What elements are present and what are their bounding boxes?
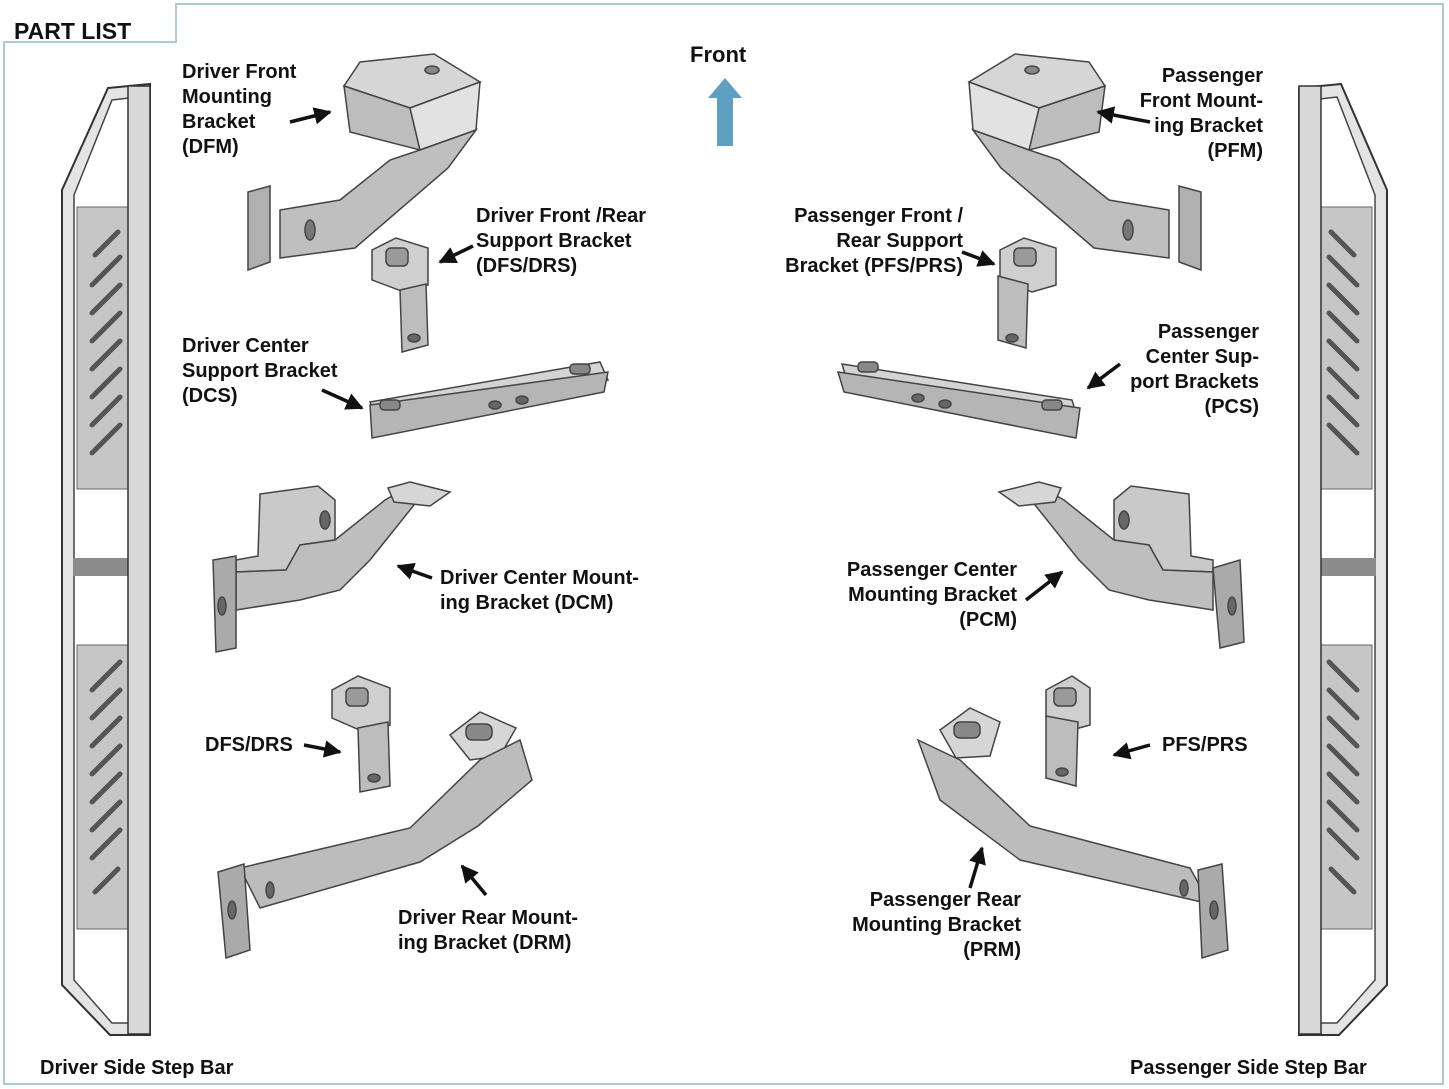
- pfm-label: Passenger Front Mount- ing Bracket (PFM): [1140, 64, 1263, 164]
- pfs-part: [997, 237, 1057, 349]
- prm-part: [916, 707, 1229, 960]
- pfs-label-line: Rear Support: [836, 230, 963, 252]
- diagram-frame: [3, 3, 1444, 1085]
- dcm-leader: [396, 562, 433, 580]
- dcm-part: [212, 481, 452, 653]
- pcs-part: [836, 361, 1081, 439]
- drm-label-line: Driver Rear Mount-: [398, 907, 579, 929]
- dfm-leader: [289, 107, 332, 125]
- dfm-part: [247, 53, 482, 272]
- dfs-label-line: Support Bracket: [476, 230, 632, 252]
- passenger-bar-label: Passenger Side Step Bar: [1130, 1057, 1367, 1079]
- drm-part: [217, 711, 533, 960]
- pcm-leader: [1024, 570, 1064, 602]
- dcs-leader: [321, 388, 364, 410]
- pfm-label-line: (PFM): [1207, 140, 1263, 162]
- prm-label-line: Mounting Bracket: [852, 914, 1021, 936]
- drm-leader: [460, 864, 488, 897]
- pcs-label-line: Passenger: [1157, 321, 1259, 343]
- pfm-label-line: Front Mount-: [1139, 90, 1263, 112]
- pfs2-leader: [1112, 742, 1151, 760]
- prm-label: Passenger Rear Mounting Bracket (PRM): [852, 888, 1021, 963]
- driver-bar-label: Driver Side Step Bar: [40, 1057, 234, 1079]
- pfs2-part: [1045, 675, 1091, 787]
- dfm-label: Driver Front Mounting Bracket (DFM): [182, 60, 296, 160]
- dcs-part: [368, 361, 610, 439]
- pfm-label-line: Passenger: [1161, 65, 1263, 87]
- pfm-part: [967, 53, 1202, 272]
- pcs-label-line: Center Sup-: [1145, 346, 1259, 368]
- dfs-label-line: (DFS/DRS): [476, 255, 578, 277]
- dcs-label-line: Support Bracket: [182, 360, 338, 382]
- part-list-title: PART LIST: [14, 18, 132, 44]
- pfs-leader: [961, 250, 996, 267]
- pcm-label-line: Mounting Bracket: [848, 584, 1017, 606]
- pcm-label-line: Passenger Center: [846, 559, 1017, 581]
- pfs-label-line: Bracket (PFS/PRS): [785, 255, 963, 277]
- dfm-label-line: Bracket: [182, 111, 256, 133]
- pcm-part: [997, 481, 1245, 649]
- pfm-leader: [1096, 106, 1151, 124]
- dfs-leader: [438, 244, 474, 264]
- dfs-label: Driver Front /Rear Support Bracket (DFS/…: [476, 204, 646, 279]
- dfs-part: [371, 237, 429, 353]
- drm-label: Driver Rear Mount- ing Bracket (DRM): [398, 906, 578, 956]
- pcs-label-line: (PCS): [1204, 396, 1259, 418]
- pcs-label: Passenger Center Sup- port Brackets (PCS…: [1130, 320, 1259, 420]
- pfs2-label: PFS/PRS: [1162, 734, 1248, 756]
- prm-leader: [968, 846, 986, 889]
- dcs-label: Driver Center Support Bracket (DCS): [182, 334, 338, 409]
- dcm-label-line: ing Bracket (DCM): [440, 592, 614, 614]
- dfm-label-line: Driver Front: [182, 61, 297, 83]
- pcm-label: Passenger Center Mounting Bracket (PCM): [847, 558, 1017, 633]
- dfs-label-line: Driver Front /Rear: [476, 205, 647, 227]
- dfs2-label: DFS/DRS: [205, 734, 293, 756]
- prm-label-line: (PRM): [963, 939, 1021, 961]
- dfs2-leader: [303, 740, 342, 758]
- pfs-label: Passenger Front / Rear Support Bracket (…: [785, 204, 963, 279]
- passenger-step-bar: [1298, 82, 1388, 1036]
- pcs-label-line: port Brackets: [1130, 371, 1259, 393]
- pcs-leader: [1086, 362, 1122, 390]
- dcs-label-line: (DCS): [182, 385, 238, 407]
- title-box: [3, 3, 177, 43]
- front-arrow-icon: [708, 78, 742, 146]
- dcm-label-line: Driver Center Mount-: [440, 567, 639, 589]
- dcs-label-line: Driver Center: [182, 335, 309, 357]
- prm-label-line: Passenger Rear: [869, 889, 1021, 911]
- pfs-label-line: Passenger Front /: [794, 205, 963, 227]
- driver-step-bar: [61, 82, 151, 1036]
- front-label: Front: [690, 42, 747, 67]
- dcm-label: Driver Center Mount- ing Bracket (DCM): [440, 566, 639, 616]
- dfm-label-line: (DFM): [182, 136, 239, 158]
- pcm-label-line: (PCM): [959, 609, 1017, 631]
- dfs2-part: [331, 675, 391, 793]
- drm-label-line: ing Bracket (DRM): [398, 932, 572, 954]
- pfm-label-line: ing Bracket: [1154, 115, 1263, 137]
- dfm-label-line: Mounting: [182, 86, 272, 108]
